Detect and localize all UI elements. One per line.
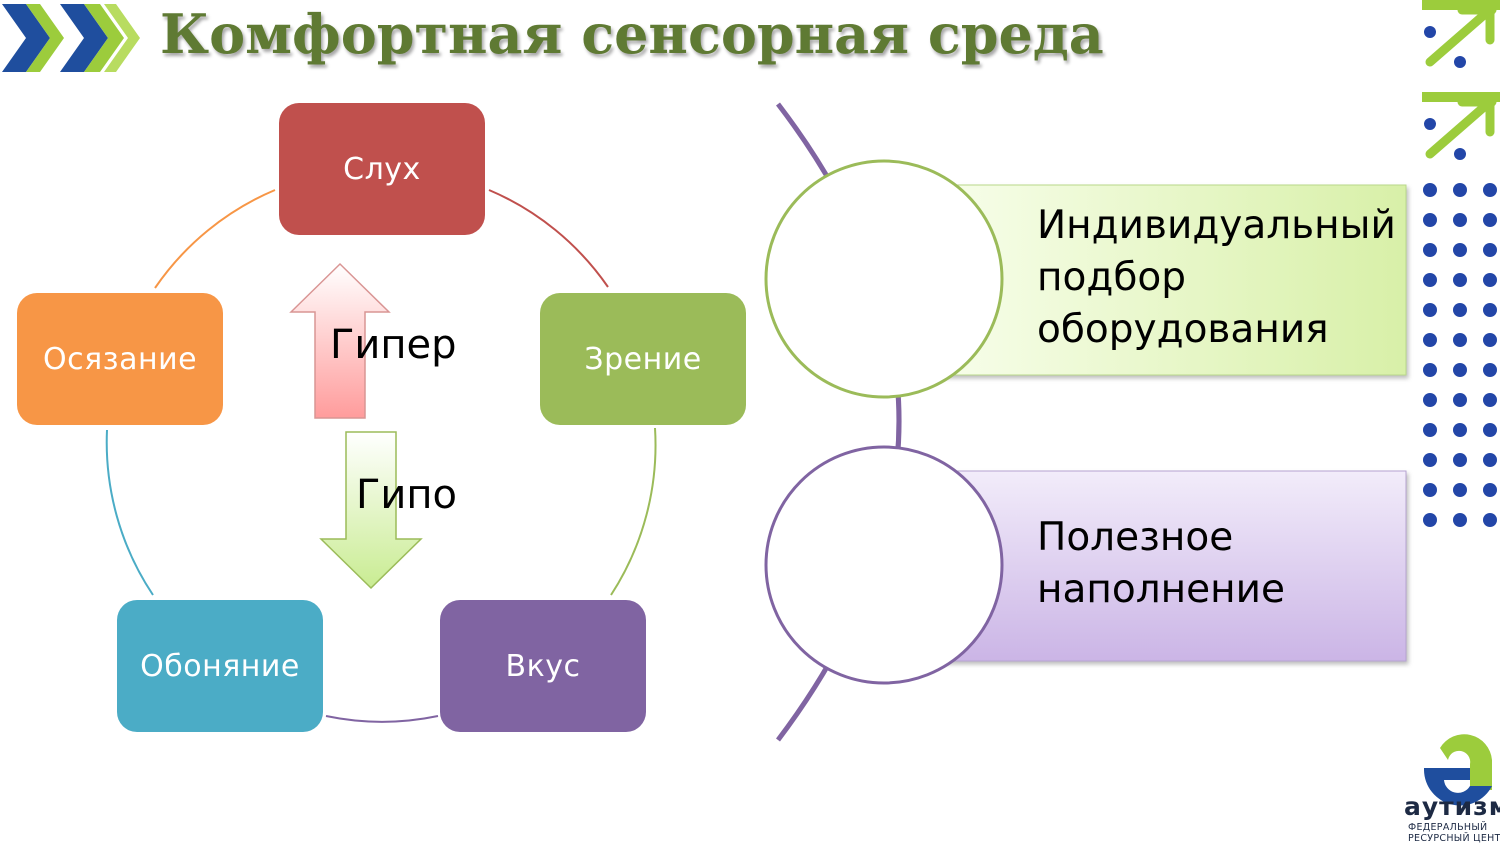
cycle-node-touch: Осязание: [17, 293, 223, 425]
hypo-arrow-icon: [319, 431, 423, 590]
list-item-line: Полезное: [1037, 515, 1234, 560]
card-1-circle: [764, 159, 1004, 399]
list-item-line: оборудования: [1037, 307, 1329, 352]
list-item-line: наполнение: [1037, 567, 1286, 612]
logo-subtitle-1: ФЕДЕРАЛЬНЫЙ: [1408, 822, 1488, 833]
page-title: Комфортная сенсорная среда: [160, 2, 1104, 66]
cycle-node-hearing: Слух: [279, 103, 485, 235]
list-item-equipment: Индивидуальный подбор оборудования: [1037, 200, 1396, 356]
cycle-arcs: [105, 189, 657, 723]
chevron-logo-icon: [2, 4, 140, 72]
list-item-content: Полезное наполнение: [1037, 512, 1285, 616]
hyper-arrow-icon: [289, 262, 391, 419]
cycle-node-taste: Вкус: [440, 600, 646, 732]
cycle-node-vision: Зрение: [540, 293, 746, 425]
logo-wordmark: аутизм: [1404, 792, 1500, 821]
hyper-label: Гипер: [330, 322, 457, 368]
dot-pattern-decoration: [1422, 0, 1500, 527]
logo-subtitle-2: РЕСУРСНЫЙ ЦЕНТР: [1408, 833, 1500, 844]
list-item-line: подбор: [1037, 255, 1186, 300]
cycle-node-smell: Обоняние: [117, 600, 323, 732]
card-2-circle: [764, 445, 1004, 685]
hypo-label: Гипо: [356, 472, 458, 518]
list-item-line: Индивидуальный: [1037, 203, 1396, 248]
autism-logo-icon: [1424, 734, 1492, 806]
